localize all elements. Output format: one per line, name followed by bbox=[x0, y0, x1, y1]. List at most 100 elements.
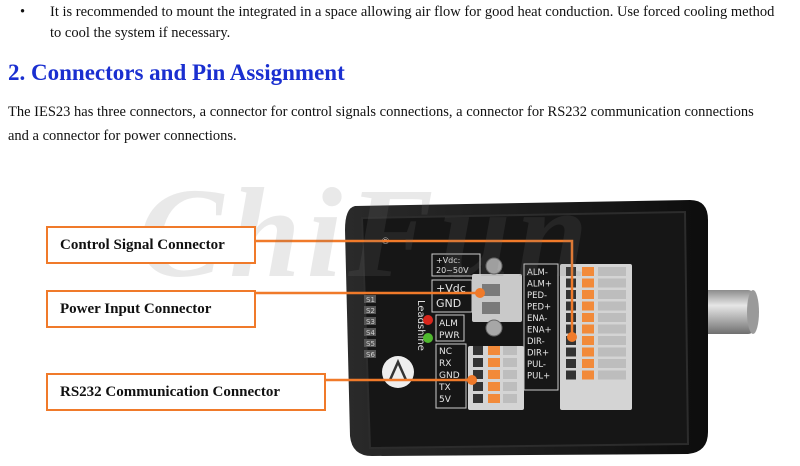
control-wire-hole bbox=[566, 347, 576, 357]
led-label-box bbox=[435, 314, 465, 342]
control-release-tab bbox=[582, 301, 594, 311]
control-release-tab bbox=[582, 370, 594, 380]
rs232-pin-label: TX bbox=[438, 383, 451, 393]
control-release-tab bbox=[582, 347, 594, 357]
power-leader-dot bbox=[475, 288, 485, 298]
intro-paragraph: The IES23 has three connectors, a connec… bbox=[8, 104, 754, 144]
power-terminal-slot-1 bbox=[482, 284, 500, 296]
dip-switch bbox=[364, 339, 376, 347]
rs232-release-tab bbox=[488, 358, 500, 367]
control-terminal-cell bbox=[598, 359, 626, 368]
control-pin-label: PED- bbox=[527, 291, 547, 301]
control-pin-label: ENA+ bbox=[527, 326, 552, 336]
control-release-tab bbox=[582, 324, 594, 334]
control-pin-label: PUL- bbox=[527, 360, 546, 370]
control-wire-hole bbox=[566, 359, 576, 368]
rs232-pin-label: 5V bbox=[439, 395, 452, 405]
section-heading: 2. Connectors and Pin Assignment bbox=[8, 60, 345, 85]
rs232-pin-labels: NC RX GND TX 5V bbox=[438, 347, 460, 405]
control-pin-label: PED+ bbox=[527, 303, 551, 313]
rs232-release-tab bbox=[488, 346, 500, 355]
rs232-label-box bbox=[435, 343, 467, 409]
control-pin-label: PUL+ bbox=[527, 372, 550, 382]
control-pin-label: ENA- bbox=[527, 314, 547, 324]
pwr-led-label: PWR bbox=[439, 331, 460, 341]
rs232-wire-hole bbox=[473, 382, 483, 391]
rs232-release-tab bbox=[488, 370, 500, 379]
control-signal-connector-label: Control Signal Connector bbox=[46, 226, 256, 264]
control-terminal-cell bbox=[598, 336, 626, 345]
control-release-tab bbox=[582, 336, 594, 345]
rs232-terminal-cell bbox=[503, 358, 517, 367]
control-terminal-cell bbox=[598, 290, 626, 299]
bullet-item: • It is recommended to mount the integra… bbox=[20, 2, 780, 44]
control-pin-label: ALM+ bbox=[527, 280, 552, 290]
alm-led-label: ALM bbox=[439, 319, 458, 329]
rs232-terminals bbox=[473, 346, 517, 403]
rs232-pin-label: RX bbox=[439, 359, 451, 369]
control-release-tab bbox=[582, 359, 594, 368]
rs232-communication-connector-label: RS232 Communication Connector bbox=[46, 373, 326, 411]
control-label-box bbox=[523, 263, 559, 391]
vdc-range-box bbox=[431, 253, 481, 277]
rs232-wire-hole bbox=[473, 358, 483, 367]
brand-name: Leadshine bbox=[415, 300, 426, 351]
rs232-release-tab bbox=[488, 394, 500, 403]
rs232-terminal-cell bbox=[503, 346, 517, 355]
rs232-terminal-cell bbox=[503, 370, 517, 379]
brand-logo-mark bbox=[388, 358, 408, 381]
control-pin-label: DIR+ bbox=[527, 349, 549, 359]
dip-switch bbox=[364, 306, 376, 314]
control-leader-dot bbox=[567, 332, 577, 342]
bullet-text: It is recommended to mount the integrate… bbox=[50, 4, 775, 41]
bullet-symbol: • bbox=[20, 4, 26, 20]
dip-switch bbox=[364, 328, 376, 336]
control-leader-line bbox=[254, 239, 574, 337]
rs232-pin-label: NC bbox=[439, 347, 452, 357]
rs232-wire-hole bbox=[473, 370, 483, 379]
rs232-wire-hole bbox=[473, 394, 483, 403]
dip-switch-label: S5 bbox=[366, 340, 375, 348]
dip-switch-label: S4 bbox=[366, 329, 375, 337]
rs232-release-tab bbox=[488, 382, 500, 391]
power-input-connector-label: Power Input Connector bbox=[46, 290, 256, 328]
control-terminal-cell bbox=[598, 324, 626, 334]
rs232-terminal-cell bbox=[503, 394, 517, 403]
control-terminal-cell bbox=[598, 301, 626, 311]
control-release-tab bbox=[582, 290, 594, 299]
rs232-wire-hole bbox=[473, 346, 483, 355]
power-screw-bottom bbox=[485, 319, 503, 337]
control-release-tab bbox=[582, 267, 594, 276]
shaft-end bbox=[747, 290, 759, 334]
dip-switch-label: S3 bbox=[366, 318, 375, 326]
control-terminal-cell bbox=[598, 313, 626, 322]
rs232-leader-dot bbox=[467, 375, 477, 385]
control-release-tab bbox=[582, 313, 594, 322]
power-terminal-slot-2 bbox=[482, 302, 500, 314]
dip-switch-label: S1 bbox=[366, 296, 375, 304]
dip-switch-label: S6 bbox=[366, 351, 375, 359]
vdc-range-line-2: 20~50V bbox=[436, 266, 469, 275]
control-terminal-cell bbox=[598, 370, 626, 380]
dip-switch bbox=[364, 350, 376, 358]
pwr-led bbox=[423, 333, 433, 343]
dip-switch-label: S2 bbox=[366, 307, 375, 315]
rs232-pin-label: GND bbox=[439, 371, 460, 381]
control-pin-labels: ALM- ALM+PED- PED+ENA- ENA+DIR- DIR+PUL- PUL+ bbox=[527, 268, 552, 382]
gnd-pin-label: GND bbox=[436, 297, 461, 310]
control-wire-hole bbox=[566, 370, 576, 380]
control-terminal-cell bbox=[598, 267, 626, 276]
control-pin-label: ALM- bbox=[527, 268, 548, 278]
vdc-range-line-1: +Vdc: bbox=[436, 256, 460, 265]
alm-led bbox=[423, 315, 433, 325]
dip-switch bbox=[364, 317, 376, 325]
rs232-terminal-cell bbox=[503, 382, 517, 391]
power-screw-top bbox=[485, 257, 503, 275]
control-terminal-cell bbox=[598, 278, 626, 288]
control-pin-label: DIR- bbox=[527, 337, 545, 347]
dip-switch bbox=[364, 295, 376, 303]
control-terminal-cell bbox=[598, 347, 626, 357]
